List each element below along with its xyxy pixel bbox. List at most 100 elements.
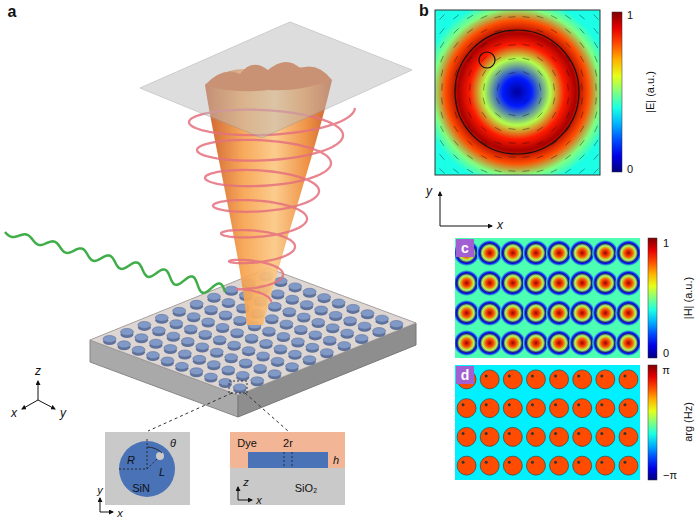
panel-letter: c [461,241,469,255]
field-vector [495,127,501,130]
field-vector [495,156,502,158]
field-vector [523,128,530,130]
field-vector [467,169,473,173]
hole-dot [600,461,603,464]
field-vector [468,43,473,48]
axis-arrow [238,487,239,500]
pillar-phase [526,399,545,418]
pillar-outline [526,334,545,353]
field-vector [497,84,499,91]
pillar-phase [526,427,545,446]
field-vector [440,140,444,146]
pillar-phase [619,427,638,446]
axis-label: z [35,365,41,378]
pillar-phase [503,399,522,418]
field-spot [455,270,480,296]
field-vector [523,58,530,60]
pillar-phase [480,370,499,389]
field-vector [537,127,543,131]
field-spot [615,240,640,266]
field-vector [453,15,458,19]
panel-letter: a [8,3,17,21]
colorbar [648,365,657,480]
hole-dot [623,374,626,377]
field-vector [483,98,485,105]
field-vector [567,98,568,105]
field-vector [581,112,583,119]
field-vector [581,70,583,77]
field-spot [455,330,480,356]
field-vector [537,170,544,172]
field-spot [569,240,595,266]
field-vector [509,58,516,59]
hole-dot [554,461,557,464]
pillar-side [248,452,328,468]
hole-dot [600,432,603,435]
field-vector [495,142,502,144]
pillar-phase [619,399,638,418]
hole-dot [577,403,580,406]
field-vector [580,42,584,48]
material-label: Dye [237,437,257,449]
field-spot [546,270,572,296]
pillar-phase [480,456,499,475]
pillar-phase [480,399,499,418]
field-vector [537,30,544,32]
field-vector [580,155,585,160]
field-vector [551,15,557,18]
frame [435,10,600,175]
field-vector [482,57,487,62]
pillar-phase [550,456,569,475]
field-vector [497,98,500,104]
field-spot [592,330,618,356]
field-spot [500,330,526,356]
field-spot [455,240,480,266]
angle-arc [147,447,162,453]
field-vector [481,29,487,32]
field-vector [509,170,516,171]
pillar-outline [550,244,569,263]
field-vector [552,112,556,118]
field-vector [595,56,598,62]
axis-arrow [440,192,441,226]
pillar-outline [480,334,499,353]
field-vector [579,169,584,173]
hole-outline [479,52,495,68]
pillar-phase [550,399,569,418]
field-vector [539,98,542,105]
dimension-label: 2r [283,437,293,449]
field-spot [592,300,618,326]
field-vector [481,16,487,19]
field-spot [546,240,572,266]
colorbars [612,12,657,480]
field-vector [496,71,501,76]
field-vector [552,127,557,132]
axis-label: y [60,407,66,420]
hole-dot [577,374,580,377]
axis-label: y [97,484,103,496]
field-vector [552,56,557,61]
colorbar-tick: 1 [627,9,633,21]
field-vector [467,141,472,146]
field-vector [565,15,571,19]
field-spot [523,270,549,296]
axis-label: x [256,494,262,506]
hole-dot [508,374,511,377]
colorbar [648,238,657,358]
colorbar-tick: 0 [627,163,633,175]
pillar-phase [503,427,522,446]
field-vector [595,70,597,77]
phase-map-d [455,365,640,480]
field-spot [477,240,503,266]
field-vector [567,112,570,118]
hole-dot [600,403,603,406]
field-spot [569,330,595,356]
field-vector [594,140,598,146]
field-map-b [422,0,612,187]
field-vector [441,98,443,105]
pillar-phase [550,370,569,389]
pillar-outline [619,334,638,353]
field-vector [509,114,516,115]
colorbar-tick: 0 [663,347,669,359]
